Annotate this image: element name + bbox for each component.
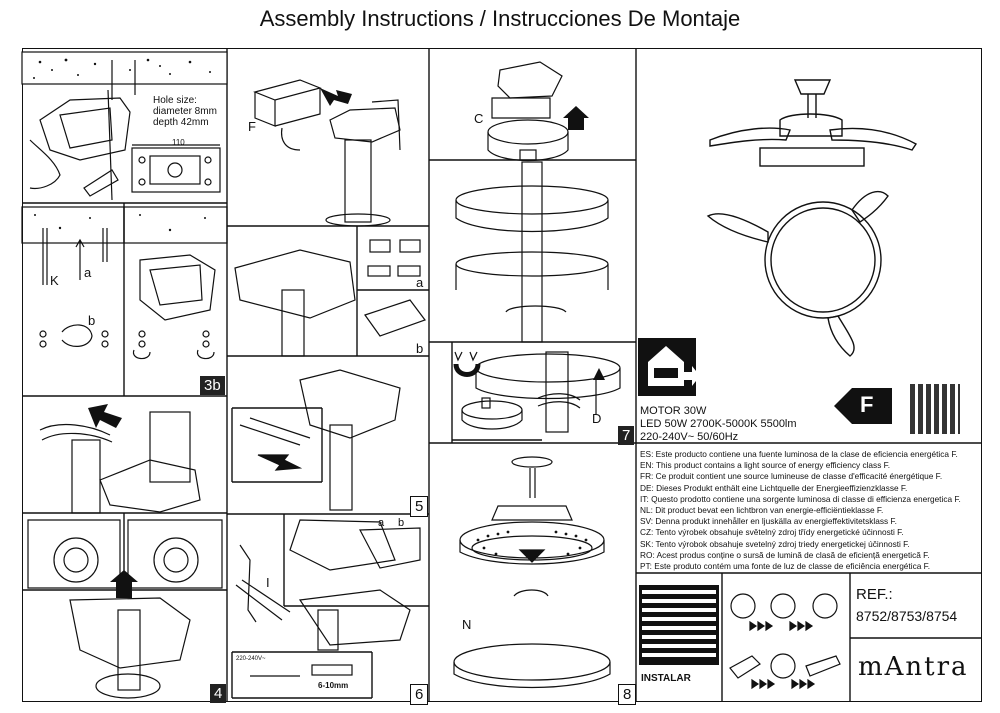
step-number-6: 6 xyxy=(410,684,429,705)
lang-pt: PT: Este produto contém uma fonte de luz… xyxy=(640,561,931,572)
energy-class-statements: ES: Este producto contiene una fuente lu… xyxy=(640,449,980,572)
label-i: I xyxy=(266,575,270,590)
label-c: C xyxy=(474,111,484,126)
label-k: K xyxy=(50,273,59,288)
energy-class-badge: F xyxy=(860,392,874,417)
step-number-7: 7 xyxy=(618,426,635,445)
instalar-label[interactable]: INSTALAR xyxy=(641,673,691,684)
voltage-spec: 220-240V~ 50/60Hz xyxy=(640,431,739,443)
lang-sv: SV: Denna produkt innehåller en ljuskäll… xyxy=(640,516,897,527)
strip-length: 6-10mm xyxy=(318,681,349,690)
label-5a: a xyxy=(416,275,424,290)
label-5b: b xyxy=(416,341,424,356)
label-6a: a xyxy=(378,517,385,529)
bracket-width-text: 110 xyxy=(172,138,185,147)
label-3b: b xyxy=(88,313,96,328)
hole-size-heading: Hole size: xyxy=(153,95,197,106)
lang-fr: FR: Ce produit contient une source lumin… xyxy=(640,471,943,482)
step-number-3b: 3b xyxy=(200,376,225,395)
label-n: N xyxy=(462,617,472,632)
reference-label: REF.: xyxy=(856,586,893,603)
lang-en: EN: This product contains a light source… xyxy=(640,460,891,471)
brand-logo: mAntra xyxy=(858,652,969,682)
lang-de: DE: Dieses Produkt enthält eine Lichtque… xyxy=(640,482,908,493)
step-number-5: 5 xyxy=(410,496,429,517)
hole-diameter-text: diameter 8mm xyxy=(153,106,217,117)
lang-it: IT: Questo prodotto contiene una sorgent… xyxy=(640,493,961,504)
label-d: D xyxy=(592,411,602,426)
voltage-small: 220-240V~ xyxy=(236,656,266,662)
hole-depth-text: depth 42mm xyxy=(153,117,209,128)
page-title: Assembly Instructions / Instrucciones De… xyxy=(259,6,741,31)
qr-code-icon xyxy=(910,384,960,434)
label-6b: b xyxy=(398,517,405,529)
led-spec: LED 50W 2700K-5000K 5500lm xyxy=(640,418,797,430)
instruction-sheet-frame xyxy=(22,48,982,702)
motor-spec: MOTOR 30W xyxy=(640,405,707,417)
lang-cz: CZ: Tento výrobek obsahuje světelný zdro… xyxy=(640,527,904,538)
lang-sk: SK: Tento výrobok obsahuje svetelný zdro… xyxy=(640,538,910,549)
lang-nl: NL: Dit product bevat een lichtbron van … xyxy=(640,505,884,516)
lang-es: ES: Este producto contiene una fuente lu… xyxy=(640,449,958,459)
step-number-4: 4 xyxy=(210,684,227,703)
label-f: F xyxy=(248,119,256,134)
label-3a: a xyxy=(84,265,92,280)
reference-value: 8752/8753/8754 xyxy=(856,608,958,624)
install-qr-code-icon[interactable] xyxy=(639,585,719,665)
lang-ro: RO: Acest produs conține o sursă de lumi… xyxy=(640,549,930,560)
step-number-8: 8 xyxy=(618,684,637,705)
